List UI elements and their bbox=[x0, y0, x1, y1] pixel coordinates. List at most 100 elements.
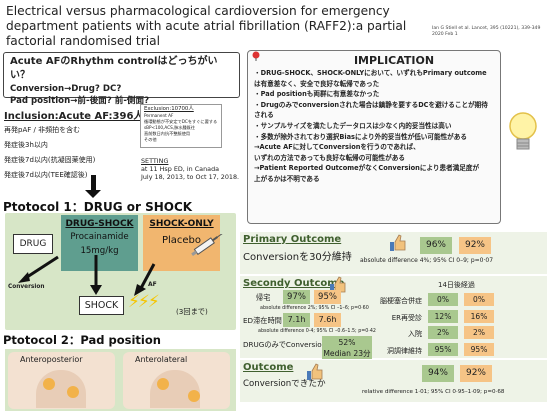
followup-row-label: 脳梗塞合併症 bbox=[380, 297, 422, 305]
pad-outcome-title: Outcome bbox=[243, 362, 294, 373]
implication-list: ・DRUG-SHOCK、SHOCK-ONLYにおいて、いずれもPrimary o… bbox=[254, 68, 494, 185]
exclusion-item: その他 bbox=[144, 137, 157, 142]
followup-drug-shock-value: 2% bbox=[428, 326, 458, 339]
setting-line: at 11 Hsp ED, in Canada bbox=[141, 165, 220, 173]
pad-outcome-difference: relative difference 1·01; 95% CI 0·95–1·… bbox=[362, 389, 505, 395]
primary-difference: absolute difference 4%; 95% CI 0–9; p=0·… bbox=[360, 257, 494, 264]
discharge-home-label: 帰宅 bbox=[256, 293, 271, 302]
exclusion-item: sBP<100,ACS,肺水腫既往 bbox=[144, 125, 196, 130]
implication-title: IMPLICATION bbox=[353, 54, 435, 67]
drug-to-conversion-arrow bbox=[18, 255, 59, 283]
shock-only-title: SHOCK-ONLY bbox=[149, 219, 214, 229]
pad-anterolateral-value: 92% bbox=[460, 365, 492, 382]
question-box: Acute AFのRhythm controlはどっちがいい？ Conversi… bbox=[3, 52, 240, 106]
implication-item: ・DRUG-SHOCK、SHOCK-ONLYにおいて、いずれもPrimary o… bbox=[254, 69, 487, 77]
lightbulb-icon bbox=[509, 112, 537, 150]
followup-shock-only-value: 2% bbox=[464, 326, 494, 339]
syringe-icon bbox=[191, 234, 223, 256]
primary-outcome-subtitle: Conversionを30分維持 bbox=[243, 252, 352, 263]
implication-item: 上がるかは不明である bbox=[254, 174, 320, 183]
down-arrow-head bbox=[85, 190, 101, 198]
primary-outcome-title: Primary Outcome bbox=[243, 234, 342, 245]
shock-only-placebo: Placebo bbox=[161, 235, 202, 246]
drug-shock-dose: 15mg/kg bbox=[80, 246, 119, 256]
setting-line: July 18, 2013, to Oct 17, 2018. bbox=[141, 173, 240, 181]
pad-anteroposterior-value: 94% bbox=[422, 365, 454, 382]
drug-shock-title: DRUG-SHOCK bbox=[65, 219, 134, 229]
implication-item: いずれの方法であっても良好な転帰の可能性がある bbox=[254, 153, 405, 162]
thumbs-up-icon bbox=[307, 363, 323, 380]
implication-item: ・サンプルサイズを満たしたデータロスは少なく内的妥当性は高い bbox=[254, 121, 452, 130]
primary-outcome-panel bbox=[240, 232, 547, 274]
secondary-outcome-title: Secondy Outcome bbox=[243, 278, 345, 289]
torso-figure-icon bbox=[150, 370, 200, 408]
ed-stay-label: ED滞在時間 bbox=[243, 316, 282, 325]
drug-to-shock-arrow bbox=[90, 255, 102, 295]
implication-item: →Patient Reported OutcomeがなくConversionによ… bbox=[254, 164, 480, 173]
inclusion-title: Inclusion:Acute AF:396人 bbox=[4, 111, 144, 122]
setting-title: SETTING bbox=[141, 157, 169, 165]
protocol2-title: Ptotocol 2：Pad position bbox=[3, 333, 161, 347]
lightning-icon: ⚡⚡⚡ bbox=[128, 292, 160, 312]
primary-shock-only-value: 92% bbox=[459, 237, 491, 254]
implication-box: IMPLICATION ・DRUG-SHOCK、SHOCK-ONLYにおいて、い… bbox=[247, 50, 501, 224]
followup-drug-shock-value: 12% bbox=[428, 310, 458, 323]
ed-stay-shock-only-value: 7.6h bbox=[314, 313, 341, 327]
followup-drug-shock-value: 95% bbox=[428, 343, 458, 356]
pad-icon bbox=[43, 378, 55, 390]
drug-only-median: Median 23分 bbox=[323, 349, 371, 358]
followup-shock-only-value: 0% bbox=[464, 293, 494, 306]
inclusion-item: 発症後3h以内 bbox=[4, 141, 48, 149]
ed-stay-difference: absolute difference 0·4; 95% CI –0.6–1.5… bbox=[258, 329, 376, 334]
followup-title: 14日後経過 bbox=[438, 281, 475, 289]
implication-item: は有意差なく、安全で良好な転帰であった bbox=[254, 79, 380, 88]
drug-shock-drug: Procainamide bbox=[70, 232, 129, 242]
exclusion-item: 直前数日内抗不整脈使用 bbox=[144, 131, 191, 136]
inclusion-item: 発症後7d以内(抗凝固薬使用) bbox=[4, 156, 96, 164]
pad-icon bbox=[67, 386, 79, 398]
anteroposterior-label: Anteroposterior bbox=[20, 355, 83, 364]
setting-block: SETTING at 11 Hsp ED, in Canada July 18,… bbox=[141, 157, 239, 181]
followup-shock-only-value: 95% bbox=[464, 343, 494, 356]
pad-outcome-panel bbox=[240, 360, 547, 402]
placebo-to-shock-arrow bbox=[134, 263, 156, 296]
inclusion-item: 発症後7d以内(TEE確認後) bbox=[4, 171, 88, 179]
af-label: AF bbox=[148, 281, 157, 288]
question-line-1: Conversion→Drug? DC? bbox=[10, 84, 122, 94]
drug-only-conversion-value: 52% Median 23分 bbox=[322, 336, 372, 359]
followup-row-label: ER再受診 bbox=[391, 314, 422, 322]
conversion-label: Conversion bbox=[8, 284, 45, 290]
exclusion-box: Exclusion:10700人 Permanent AF 循環動態が不安定でD… bbox=[140, 104, 222, 148]
inclusion-list: 再発pAF / 非頻拍を含む 発症後3h以内 発症後7d以内(抗凝固薬使用) 発… bbox=[4, 123, 95, 183]
repeat-note: (3回まで) bbox=[176, 307, 208, 316]
question-line-2: Pad position→前-後面? 前-側面? bbox=[10, 96, 150, 106]
followup-shock-only-value: 16% bbox=[464, 310, 494, 323]
implication-item: ・Pad positionも両群に有意差なかった bbox=[254, 90, 380, 99]
pad-icon bbox=[157, 378, 169, 390]
implication-item: ・多数が除外されており選択Biasにより外的妥当性が低い可能性がある bbox=[254, 132, 467, 141]
followup-drug-shock-value: 0% bbox=[428, 293, 458, 306]
implication-item: →Acute AFに対してConversionを行うのであれば、 bbox=[254, 143, 420, 152]
drug-label-box: DRUG bbox=[13, 234, 53, 254]
pad-outcome-subtitle: Conversionできたか bbox=[243, 379, 326, 389]
down-arrow bbox=[91, 175, 96, 191]
pin-icon bbox=[252, 51, 260, 61]
drug-shock-arm: DRUG-SHOCK Procainamide 15mg/kg bbox=[61, 215, 138, 271]
citation: Ian G Stiell et al. Lancet, 395 (10221),… bbox=[432, 26, 541, 37]
inclusion-item: 再発pAF / 非頻拍を含む bbox=[4, 126, 81, 134]
thumbs-up-icon bbox=[390, 234, 406, 251]
followup-row-label: 入院 bbox=[408, 330, 422, 338]
drug-only-conversion-label: DRUGのみでConversion bbox=[243, 340, 327, 349]
pad-icon bbox=[188, 390, 200, 402]
discharge-drug-shock-value: 97% bbox=[283, 290, 310, 304]
poster-title: Electrical versus pharmacological cardio… bbox=[6, 4, 407, 48]
followup-row-label: 洞調律維持 bbox=[387, 347, 422, 355]
question-title: Acute AFのRhythm controlはどっちがいい？ bbox=[10, 56, 218, 81]
anterolateral-label: Anterolateral bbox=[135, 355, 188, 364]
discharge-shock-only-value: 95% bbox=[314, 290, 341, 304]
exclusion-title: Exclusion:10700人 bbox=[144, 106, 194, 112]
exclusion-item: 循環動態が不安定でDCをすぐに要する bbox=[144, 119, 218, 124]
implication-item: ・Drugのみでconversionされた場合は鎮静を要するDCを避けることが期… bbox=[254, 100, 488, 120]
exclusion-item: Permanent AF bbox=[144, 113, 174, 118]
protocol1-title: Ptotocol 1：DRUG or SHOCK bbox=[3, 200, 193, 214]
